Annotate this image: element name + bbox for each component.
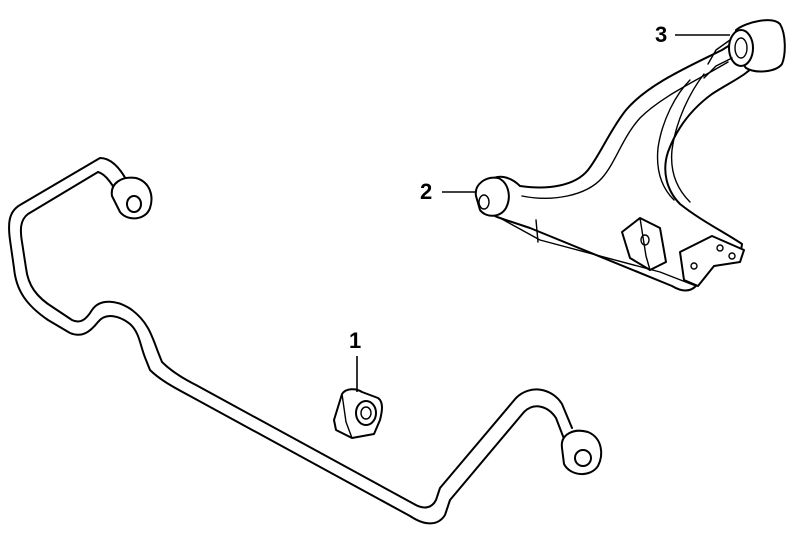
callout-2[interactable]: 2	[420, 179, 433, 204]
stabilizer-bar[interactable]	[8, 157, 603, 525]
lower-control-arm[interactable]	[483, 38, 758, 292]
rear-bushing-part[interactable]	[703, 19, 786, 79]
stabilizer-bushing-part[interactable]	[333, 388, 383, 439]
front-bushing-part[interactable]	[474, 176, 510, 217]
callout-3[interactable]: 3	[655, 22, 668, 47]
callout-1[interactable]: 1	[349, 328, 362, 353]
